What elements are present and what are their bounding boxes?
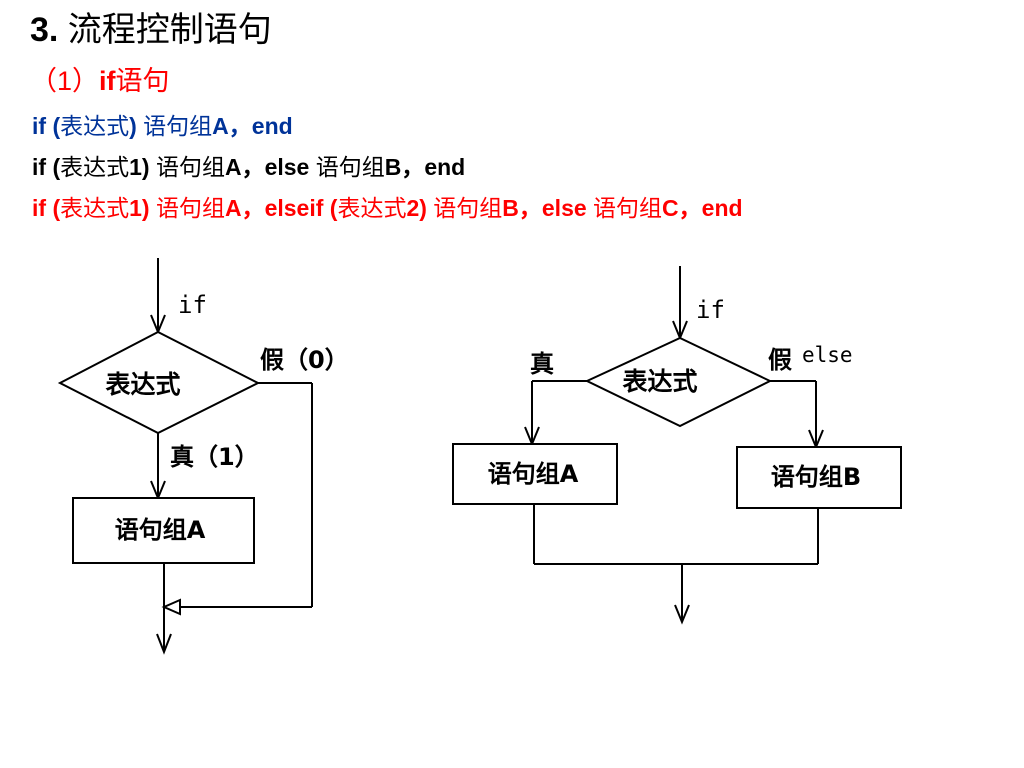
syntax3-part1: if ( — [32, 195, 61, 221]
title-text: 流程控制语句 — [58, 11, 272, 49]
syntax2-part2: 表达式 — [60, 154, 130, 180]
syntax-line-if-else: if (表达式1) 语句组A，else 语句组B，end — [32, 152, 465, 182]
syntax3-part11: C，end — [662, 195, 743, 221]
d2-block-a-label: 语句组A — [488, 460, 579, 488]
syntax3-part4: 语句组 — [155, 195, 225, 221]
d1-false-label: 假（0） — [260, 346, 349, 374]
page-title: 3. 流程控制语句 — [30, 8, 272, 52]
syntax1-part5: A，end — [212, 113, 293, 139]
d2-condition-label: 表达式 — [622, 367, 697, 396]
syntax3-part7: 2) — [406, 195, 434, 221]
d1-merge-arrow — [161, 598, 181, 616]
d1-block-a — [72, 497, 255, 564]
syntax1-part1: if ( — [32, 113, 61, 139]
flowchart-if-else: if 表达式 真 假 else 语句组A 语句组B — [452, 266, 902, 625]
d2-false-label-en: else — [802, 343, 853, 367]
syntax3-part10: 语句组 — [593, 195, 663, 221]
syntax2-part3: 1) — [129, 154, 156, 180]
syntax2-part6: 语句组 — [315, 154, 385, 180]
flowchart-if-end: if 表达式 假（0） 真（1） 语句组A — [57, 258, 349, 655]
d2-entry-label: if — [696, 296, 725, 324]
syntax2-part1: if ( — [32, 154, 61, 180]
title-number: 3. — [30, 11, 59, 49]
d2-false-label-cn: 假 — [768, 346, 792, 374]
d1-true-label: 真（1） — [170, 443, 259, 471]
d1-exit-arrow — [156, 633, 172, 655]
d2-block-a — [452, 443, 618, 505]
syntax2-part7: B，end — [384, 154, 466, 180]
d1-entry-label: if — [178, 291, 207, 319]
section-subtitle: （1）if语句 — [30, 62, 170, 100]
syntax1-part3: ) — [129, 113, 144, 139]
syntax-line-if-elseif: if (表达式1) 语句组A，elseif (表达式2) 语句组B，else 语… — [32, 193, 743, 223]
syntax3-part8: 语句组 — [433, 195, 503, 221]
subtitle-suffix: 语句 — [115, 66, 170, 96]
subtitle-prefix: （1） — [30, 66, 100, 96]
syntax1-part4: 语句组 — [143, 113, 213, 139]
d2-block-b-label: 语句组B — [771, 463, 861, 491]
d2-condition-diamond — [584, 336, 773, 428]
syntax-line-if-end: if (表达式) 语句组A，end — [32, 111, 293, 141]
d1-block-a-label: 语句组A — [115, 516, 206, 544]
syntax3-part2: 表达式 — [60, 195, 130, 221]
subtitle-keyword: if — [99, 66, 116, 96]
syntax2-part4: 语句组 — [155, 154, 225, 180]
d2-true-label: 真 — [530, 350, 554, 378]
d2-block-b — [736, 446, 902, 509]
d1-condition-label: 表达式 — [105, 370, 180, 399]
syntax2-part5: A，else — [224, 154, 316, 180]
d2-exit-arrow — [674, 604, 690, 625]
syntax1-part2: 表达式 — [60, 113, 130, 139]
syntax3-part3: 1) — [129, 195, 156, 221]
syntax3-part9: B，else — [502, 195, 594, 221]
syntax3-part5: A，elseif ( — [224, 195, 338, 221]
syntax3-part6: 表达式 — [337, 195, 407, 221]
